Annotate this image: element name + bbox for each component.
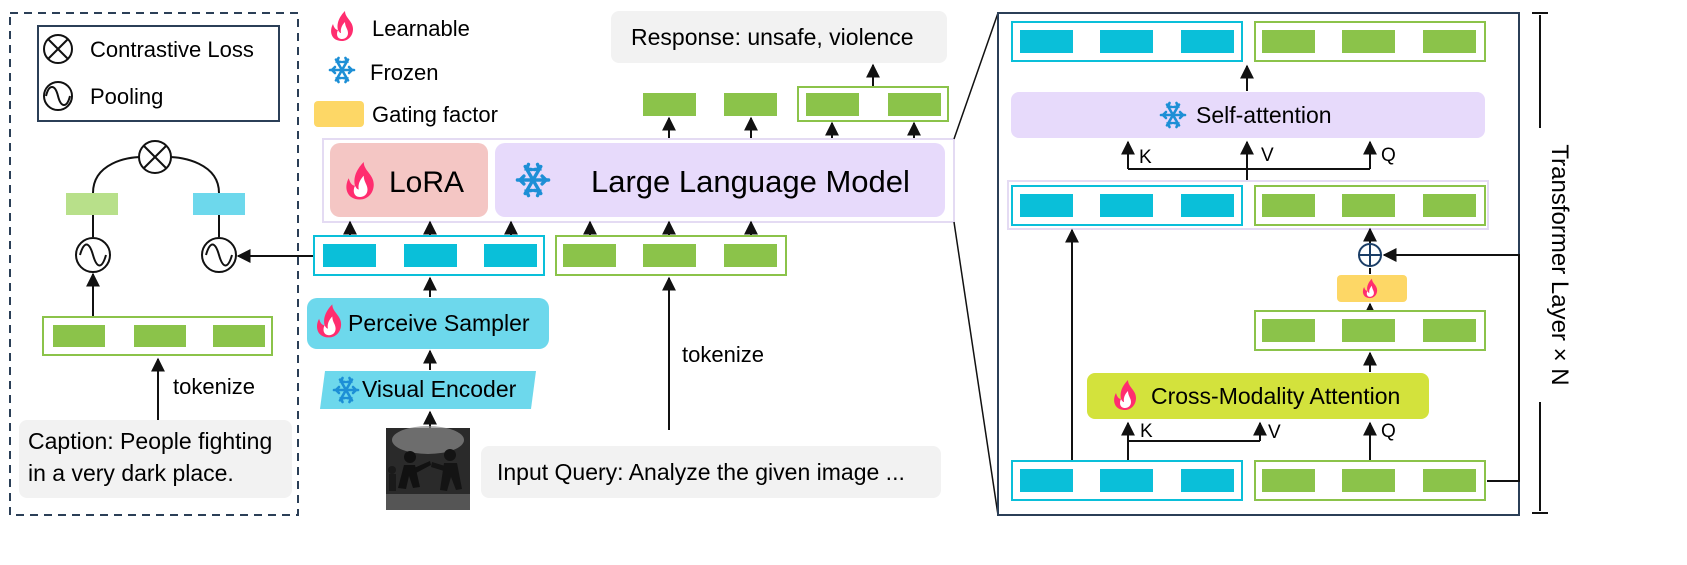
learnable-label: Learnable [372, 16, 470, 41]
layer-output-visual-tokens [1011, 21, 1243, 62]
cross-attn-q-label: Q [1381, 421, 1396, 442]
visual-embedding [193, 193, 245, 215]
zoom-line-top [953, 12, 999, 140]
layer-output-text-tokens [1254, 21, 1486, 62]
caption-token-group [42, 316, 273, 356]
frozen-label: Frozen [370, 60, 438, 85]
gating-factor-label: Gating factor [372, 102, 498, 127]
gated-text-tokens [1254, 310, 1486, 351]
caption-line-1: Caption: People fighting [28, 428, 272, 454]
transformer-layer-frame [997, 12, 1520, 516]
tokenize-label-center: tokenize [682, 342, 764, 367]
middle-visual-tokens [1011, 185, 1243, 226]
left-panel-frame [9, 12, 299, 516]
perceive-sampler-label: Perceive Sampler [348, 310, 530, 336]
caption-line-2: in a very dark place. [28, 460, 234, 486]
loss-arc [92, 156, 220, 194]
contrastive-loss-icon [138, 140, 172, 174]
input-image [386, 426, 470, 510]
residual-add-icon [1358, 243, 1382, 267]
self-attn-k-label: K [1139, 147, 1152, 168]
perceive-sampler-box [307, 298, 549, 349]
caption-box [19, 420, 292, 498]
zoom-line-bottom [953, 221, 999, 516]
self-attention-box [1011, 92, 1485, 138]
lora-label: LoRA [389, 166, 464, 199]
pooling-icon [43, 81, 73, 111]
snowflake-icon [328, 56, 356, 84]
input-query-text: Input Query: Analyze the given image ... [497, 459, 905, 485]
middle-text-tokens [1254, 185, 1486, 226]
text-residual-path [1382, 248, 1520, 482]
llm-label: Large Language Model [591, 164, 910, 199]
middle-token-frame [1007, 180, 1489, 230]
layer-input-visual-tokens [1011, 460, 1243, 501]
layer-count-bracket [1532, 12, 1548, 514]
cross-attention-box [1087, 373, 1429, 419]
query-token-group [555, 235, 787, 276]
llm-frame [322, 138, 955, 223]
self-attention-label: Self-attention [1196, 102, 1332, 128]
layer-input-text-tokens [1254, 460, 1486, 501]
flame-icon [331, 11, 353, 41]
contrastive-loss-icon [43, 34, 73, 64]
pooling-icon [201, 237, 237, 273]
self-attn-v-label: V [1261, 145, 1274, 166]
visual-encoder-label: Visual Encoder [362, 376, 517, 402]
input-query-box [481, 446, 941, 498]
self-attn-q-label: Q [1381, 145, 1396, 166]
response-text: Response: unsafe, violence [631, 24, 914, 50]
visual-token-group [313, 235, 545, 276]
cross-attn-k-label: K [1140, 421, 1153, 442]
contrastive-loss-label: Contrastive Loss [90, 37, 254, 62]
tokenize-label-left: tokenize [173, 374, 255, 399]
pooling-icon [75, 237, 111, 273]
llm-box [495, 143, 945, 217]
cross-attention-label: Cross-Modality Attention [1151, 383, 1400, 409]
loss-legend-box [37, 25, 280, 122]
lora-box [330, 143, 488, 217]
pooling-label: Pooling [90, 84, 163, 109]
visual-encoder-box [320, 371, 536, 409]
gating-factor-swatch [314, 101, 364, 127]
text-embedding [66, 193, 118, 215]
transformer-layer-label: Transformer Layer × N [1546, 144, 1573, 385]
cross-attn-v-label: V [1268, 422, 1281, 443]
output-tokens [643, 86, 949, 122]
response-box [611, 11, 947, 63]
